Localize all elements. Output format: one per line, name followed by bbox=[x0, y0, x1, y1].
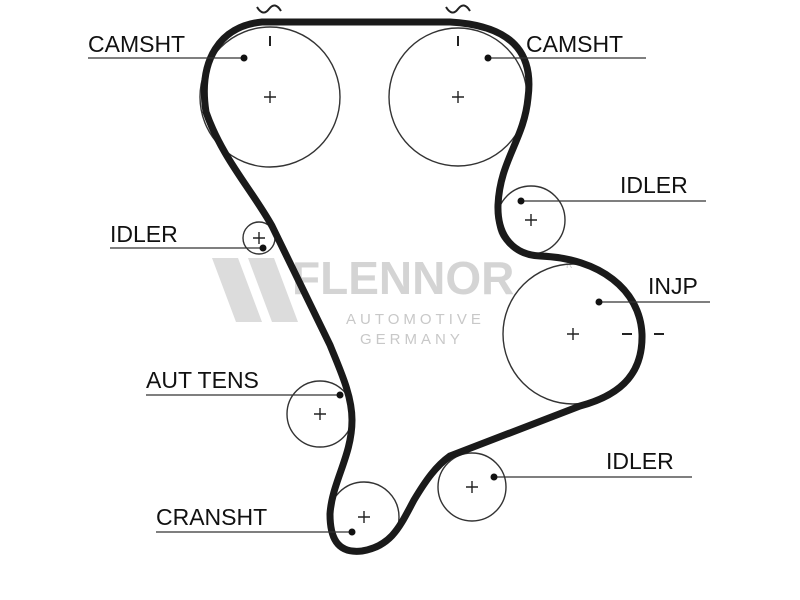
leader-dot bbox=[484, 54, 492, 62]
center-mark bbox=[466, 481, 478, 493]
center-marks bbox=[253, 91, 579, 523]
leader-dot bbox=[240, 54, 248, 62]
label-camshaft-right: CAMSHT bbox=[526, 31, 623, 57]
label-auto-tensioner: AUT TENS bbox=[146, 367, 259, 393]
timing-marks bbox=[256, 4, 664, 335]
leader-dot bbox=[517, 197, 525, 205]
timing-mark-left-icon bbox=[256, 4, 282, 14]
label-idler-lower-right: IDLER bbox=[606, 448, 674, 474]
center-mark bbox=[452, 91, 464, 103]
watermark-brand: FLENNOR bbox=[292, 252, 514, 304]
watermark: FLENNOR R AUTOMOTIVE GERMANY bbox=[212, 252, 573, 348]
leader-dot bbox=[595, 298, 603, 306]
leader-dot bbox=[490, 473, 498, 481]
timing-mark-right-icon bbox=[445, 4, 471, 14]
labels: CAMSHT CAMSHT IDLER IDLER INJP AUT TENS … bbox=[88, 31, 698, 530]
leader-dot bbox=[348, 528, 356, 536]
center-mark bbox=[314, 408, 326, 420]
label-crankshaft: CRANSHT bbox=[156, 504, 267, 530]
center-mark bbox=[525, 214, 537, 226]
label-idler-upper-right: IDLER bbox=[620, 172, 688, 198]
center-mark bbox=[264, 91, 276, 103]
watermark-registered: R bbox=[566, 260, 573, 270]
idler-lower-right-pulley bbox=[437, 452, 507, 522]
center-mark bbox=[253, 232, 265, 244]
watermark-line1: AUTOMOTIVE bbox=[346, 311, 485, 328]
label-idler-left: IDLER bbox=[110, 221, 178, 247]
timing-belt bbox=[200, 18, 646, 555]
center-mark bbox=[567, 328, 579, 340]
label-injection-pump: INJP bbox=[648, 273, 698, 299]
label-camshaft-left: CAMSHT bbox=[88, 31, 185, 57]
center-mark bbox=[358, 511, 370, 523]
camshaft-left-pulley bbox=[199, 26, 341, 168]
watermark-line2: GERMANY bbox=[360, 331, 464, 348]
leader-dot bbox=[259, 244, 267, 252]
leaders bbox=[88, 54, 710, 536]
leader-dot bbox=[336, 391, 344, 399]
watermark-logo-mark bbox=[212, 258, 262, 322]
watermark-logo-mark bbox=[248, 258, 298, 322]
